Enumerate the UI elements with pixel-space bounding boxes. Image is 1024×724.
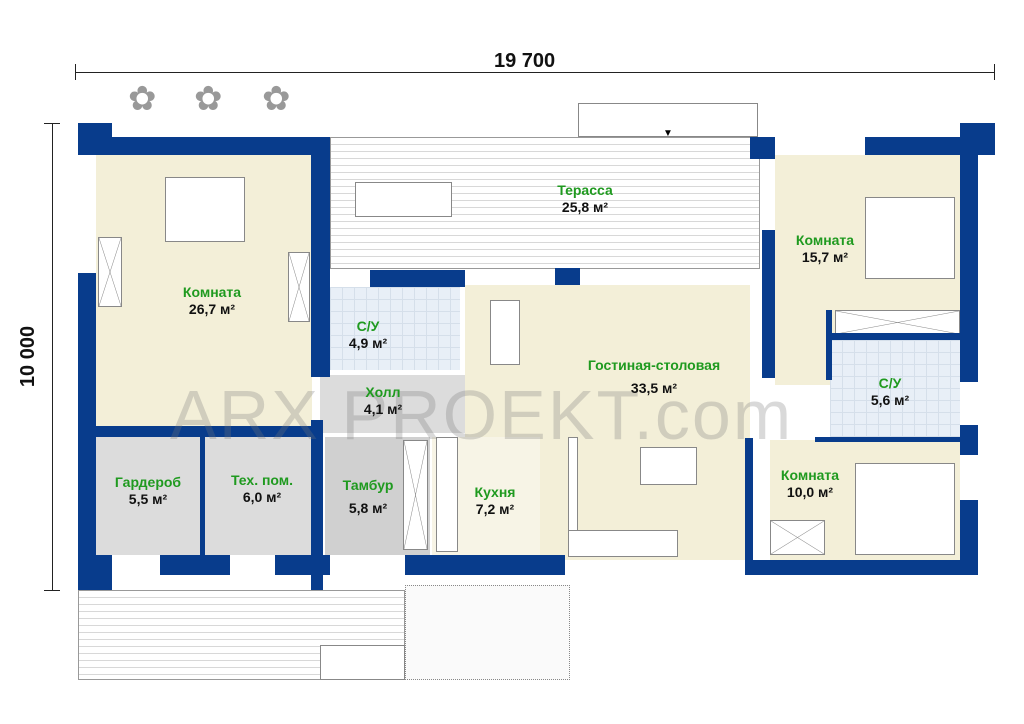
tree-icon: ✿ xyxy=(262,80,291,118)
wall xyxy=(370,270,465,287)
room-label-utility: Тех. пом.6,0 м² xyxy=(230,472,294,505)
tree-icon: ✿ xyxy=(194,80,223,118)
wardrobe xyxy=(835,310,960,335)
bed xyxy=(865,197,955,279)
wall xyxy=(762,230,775,378)
watermark: ARX PROEKT.com xyxy=(170,376,794,454)
wall xyxy=(200,437,205,555)
sofa xyxy=(568,530,678,557)
wall xyxy=(78,137,330,155)
wall xyxy=(960,425,978,455)
room-hall xyxy=(320,375,465,433)
wall xyxy=(160,555,230,575)
dim-tick xyxy=(44,123,60,124)
room-bathroom-2 xyxy=(830,340,960,440)
wall xyxy=(96,426,312,437)
room-bathroom-1 xyxy=(330,287,460,370)
wall xyxy=(405,555,565,575)
width-dimension-label: 19 700 xyxy=(494,50,556,72)
dim-tick xyxy=(75,64,76,80)
wall xyxy=(750,137,775,159)
wall xyxy=(78,555,112,590)
wall xyxy=(745,560,978,575)
wall xyxy=(960,500,978,575)
tree-icon: ✿ xyxy=(128,80,157,118)
dining-table xyxy=(490,300,520,365)
dim-tick xyxy=(994,64,995,80)
coffee-table xyxy=(640,447,697,485)
wall xyxy=(826,310,832,380)
dim-tick xyxy=(44,590,60,591)
terrace-table xyxy=(355,182,452,217)
room-wardrobe xyxy=(96,437,200,555)
room-utility xyxy=(205,437,312,555)
wardrobe xyxy=(98,237,122,307)
wall xyxy=(960,137,978,382)
terrace-floor xyxy=(330,137,760,269)
wall xyxy=(311,420,323,590)
wall xyxy=(815,437,960,442)
height-dimension-label: 10 000 xyxy=(17,325,40,388)
front-pad xyxy=(405,585,570,680)
wall xyxy=(311,137,330,377)
wall xyxy=(745,438,753,560)
height-dimension-line xyxy=(52,123,53,591)
bed xyxy=(855,463,955,555)
width-dimension-line xyxy=(75,72,995,73)
wardrobe xyxy=(770,520,825,555)
wall xyxy=(555,268,580,285)
kitchen-counter xyxy=(436,437,458,552)
porch-steps xyxy=(320,645,405,680)
wardrobe xyxy=(403,440,428,550)
entry-arrow-icon: ▼ xyxy=(663,128,673,139)
wall xyxy=(275,555,330,575)
bed xyxy=(165,177,245,242)
wardrobe xyxy=(288,252,310,322)
terrace-steps xyxy=(578,103,758,137)
wall xyxy=(865,137,975,155)
wall xyxy=(78,273,96,590)
wall xyxy=(826,333,960,340)
